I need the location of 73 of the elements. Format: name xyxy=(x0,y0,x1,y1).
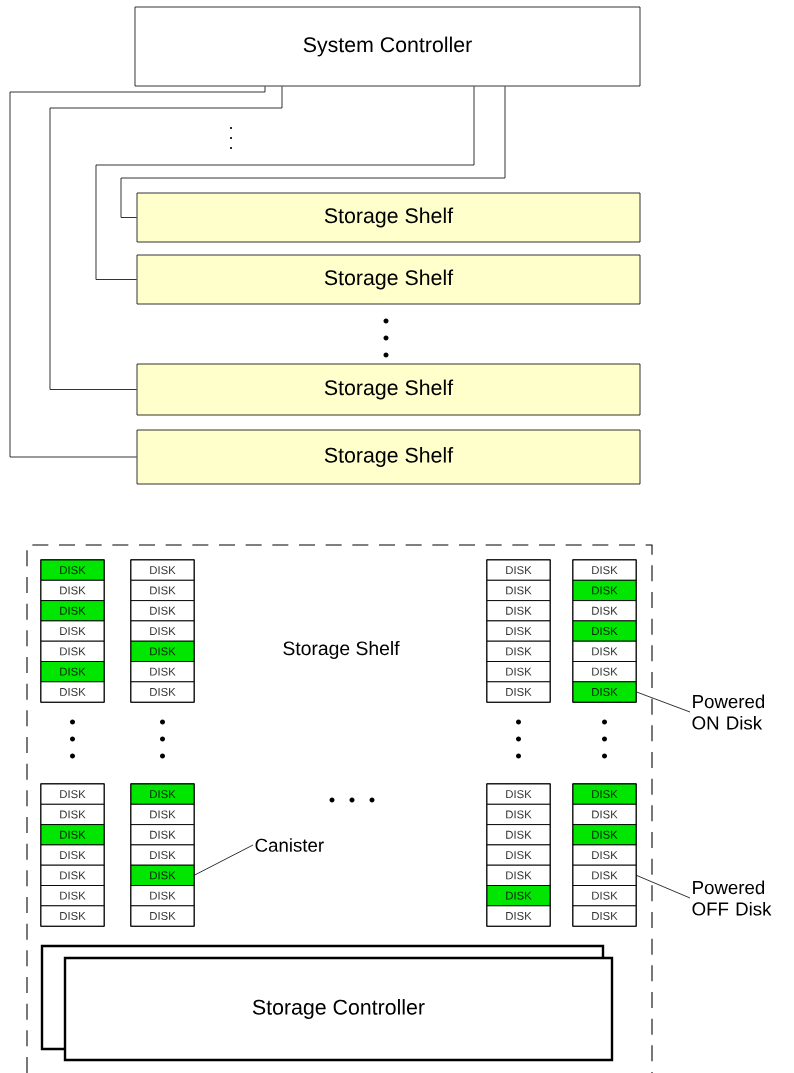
shelf-box: Storage Shelf xyxy=(136,429,641,485)
disk-slot: DISK xyxy=(40,824,105,846)
callout-label: Powered ON Disk xyxy=(692,694,765,730)
disk-slot: DISK xyxy=(40,579,105,602)
disk-slot: DISK xyxy=(130,824,195,846)
disk-slot: DISK xyxy=(486,803,551,826)
disk-slot: DISK xyxy=(40,559,105,581)
disk-slot: DISK xyxy=(130,640,195,662)
disk-slot: DISK xyxy=(40,600,105,622)
disk-slot: DISK xyxy=(40,885,105,907)
disk-slot: DISK xyxy=(40,864,105,886)
disk-slot: DISK xyxy=(486,681,551,703)
disk-slot: DISK xyxy=(486,905,551,927)
leader-line xyxy=(194,844,254,876)
controller-board: Storage Controller xyxy=(63,956,614,1062)
disk-slot: DISK xyxy=(130,783,195,805)
disk-slot: DISK xyxy=(486,864,551,886)
disk-slot: DISK xyxy=(130,681,195,703)
disk-slot: DISK xyxy=(130,600,195,622)
enclosure-title: Storage Shelf xyxy=(283,641,400,659)
disk-slot: DISK xyxy=(486,640,551,662)
connector-line xyxy=(49,86,283,390)
disk-slot: DISK xyxy=(572,824,637,846)
disk-slot: DISK xyxy=(40,783,105,805)
disk-slot: DISK xyxy=(40,620,105,642)
disk-slot: DISK xyxy=(130,864,195,886)
disk-slot: DISK xyxy=(40,844,105,866)
disk-slot: DISK xyxy=(572,681,637,703)
disk-slot: DISK xyxy=(40,640,105,662)
disk-slot: DISK xyxy=(572,579,637,602)
disk-slot: DISK xyxy=(572,661,637,683)
disk-slot: DISK xyxy=(130,661,195,683)
disk-slot: DISK xyxy=(572,620,637,642)
disk-slot: DISK xyxy=(572,783,637,805)
disk-slot: DISK xyxy=(572,885,637,907)
connector-line xyxy=(9,86,266,458)
connector-line xyxy=(95,86,475,280)
disk-slot: DISK xyxy=(40,803,105,826)
shelf-box: Storage Shelf xyxy=(136,192,641,243)
disk-slot: DISK xyxy=(572,600,637,622)
shelf-box: Storage Shelf xyxy=(136,254,641,305)
disk-slot: DISK xyxy=(486,783,551,805)
disk-slot: DISK xyxy=(572,844,637,866)
leader-line xyxy=(636,691,691,713)
connector-line xyxy=(120,86,506,218)
disk-slot: DISK xyxy=(130,885,195,907)
disk-slot: DISK xyxy=(486,620,551,642)
disk-slot: DISK xyxy=(486,661,551,683)
disk-slot: DISK xyxy=(572,559,637,581)
disk-slot: DISK xyxy=(572,905,637,927)
disk-slot: DISK xyxy=(572,803,637,826)
disk-slot: DISK xyxy=(486,824,551,846)
shelf-box: Storage Shelf xyxy=(136,363,641,416)
disk-slot: DISK xyxy=(130,559,195,581)
disk-slot: DISK xyxy=(486,579,551,602)
disk-slot: DISK xyxy=(130,844,195,866)
disk-slot: DISK xyxy=(130,620,195,642)
disk-slot: DISK xyxy=(486,844,551,866)
disk-slot: DISK xyxy=(130,905,195,927)
disk-slot: DISK xyxy=(486,600,551,622)
callout-label: Canister xyxy=(255,838,324,852)
disk-slot: DISK xyxy=(40,661,105,683)
disk-slot: DISK xyxy=(486,559,551,581)
disk-slot: DISK xyxy=(572,864,637,886)
disk-slot: DISK xyxy=(486,885,551,907)
disk-slot: DISK xyxy=(130,803,195,826)
disk-slot: DISK xyxy=(40,905,105,927)
controller-box: System Controller xyxy=(134,6,641,87)
disk-slot: DISK xyxy=(40,681,105,703)
callout-label: Powered OFF Disk xyxy=(692,880,772,916)
leader-line xyxy=(636,874,691,899)
disk-slot: DISK xyxy=(572,640,637,662)
disk-slot: DISK xyxy=(130,579,195,602)
